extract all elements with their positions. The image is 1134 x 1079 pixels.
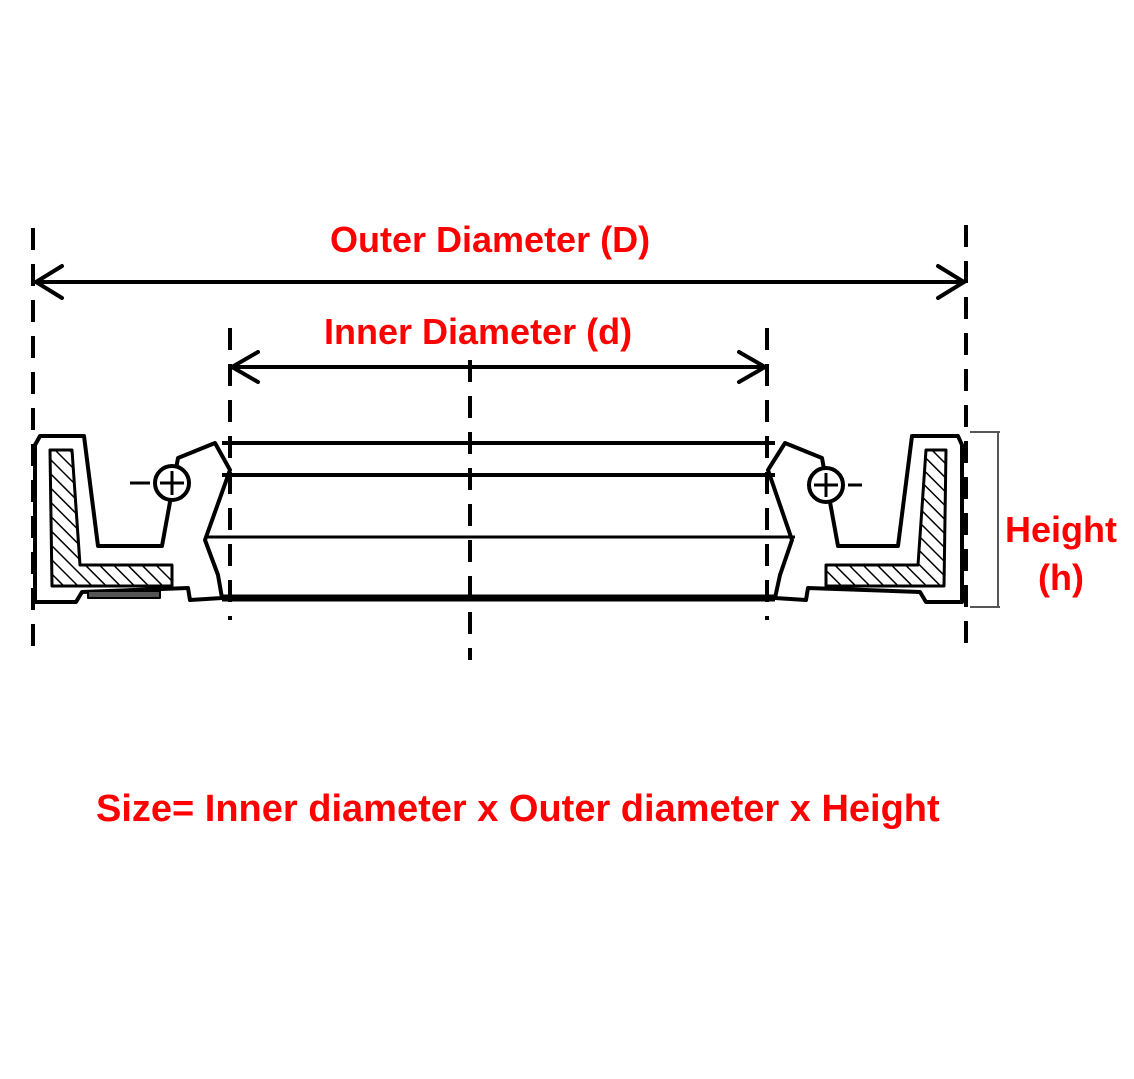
left-garter-spring <box>130 464 191 502</box>
outer-diameter-label: Outer Diameter (D) <box>330 219 651 260</box>
right-outer-case <box>766 434 964 604</box>
left-metal-insert <box>48 448 174 588</box>
right-garter-spring <box>807 466 862 504</box>
inner-diameter-arrow <box>227 350 770 384</box>
seal-body <box>33 434 964 604</box>
inner-diameter-label: Inner Diameter (d) <box>324 311 633 352</box>
left-bottom-strip <box>87 590 161 599</box>
left-outer-case <box>33 434 232 604</box>
height-label-line1: Height <box>1005 509 1117 550</box>
height-label: Height (h) <box>998 506 1124 602</box>
outer-diameter-arrow <box>32 264 968 300</box>
height-dimension-line <box>970 431 1000 608</box>
height-label-line2: (h) <box>1038 557 1084 598</box>
size-formula-label: Size= Inner diameter x Outer diameter x … <box>96 788 940 830</box>
right-metal-insert <box>824 448 948 588</box>
